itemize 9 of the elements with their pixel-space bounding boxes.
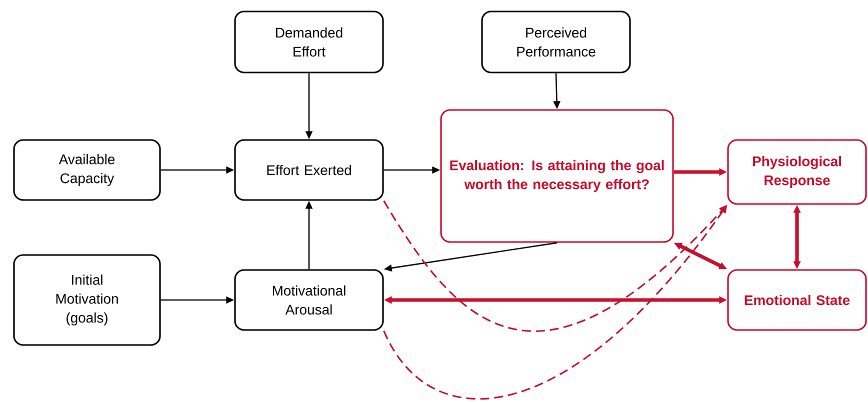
process-box: Perceived Performance <box>481 10 631 74</box>
process-box: Effort Exerted <box>234 139 384 201</box>
process-box: Available Capacity <box>13 139 161 201</box>
process-box: Initial Motivation (goals) <box>13 254 161 346</box>
process-box: Physiological Response <box>727 139 867 205</box>
process-box: Demanded Effort <box>234 10 384 74</box>
process-box: Motivational Arousal <box>234 269 384 331</box>
evaluation-box: Evaluation: Is attaining the goal worth the necessary effort? <box>440 109 674 243</box>
process-box: Emotional State <box>727 269 867 331</box>
